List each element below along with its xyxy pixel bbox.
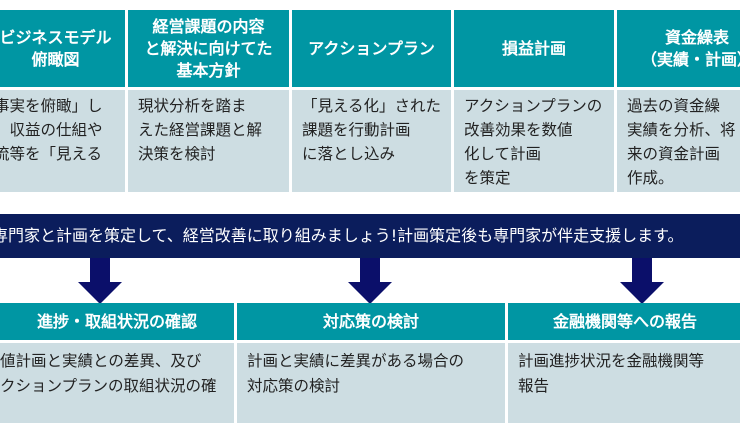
header-management-issues: 経営課題の内容 と解決に向けてた 基本方針 <box>128 10 289 87</box>
body-profit-plan: アクションプランの 改善効果を数値 化して計画 を策定 <box>454 90 614 192</box>
down-arrow-icon <box>78 258 122 304</box>
body-action-plan: 「見える化」された 課題を行動計画 に落とし込み <box>292 90 451 192</box>
header-progress-check: 進捗・取組状況の確認 <box>0 303 234 340</box>
banner: 専門家と計画を策定して、経営改善に取り組みましょう!計画策定後も専門家が伴走支援… <box>0 214 740 258</box>
body-cashflow: 過去の資金繰 実績を分析、将 来の資金計画 作成。 <box>617 90 740 192</box>
body-business-model: 事実を俯瞰」し 、収益の仕組や 流等を「見える 」 <box>0 90 125 192</box>
header-countermeasures: 対応策の検討 <box>237 303 505 340</box>
header-profit-plan: 損益計画 <box>454 10 614 87</box>
banner-text: 専門家と計画を策定して、経営改善に取り組みましょう!計画策定後も専門家が伴走支援… <box>0 226 684 245</box>
body-progress-check: 値計画と実績との差異、及び クションプランの取組状況の確 <box>0 343 234 423</box>
body-countermeasures: 計画と実績に差異がある場合の 対応策の検討 <box>237 343 505 423</box>
header-cashflow: 資金繰表 （実績・計画） <box>640 27 740 69</box>
body-bank-report: 計画進捗状況を金融機関等 報告 <box>508 343 740 423</box>
body-management-issues: 現状分析を踏ま えた経営課題と解 決策を検討 <box>128 90 289 192</box>
header-action-plan: アクションプラン <box>292 10 451 87</box>
down-arrow-icon <box>348 258 392 304</box>
down-arrow-icon <box>620 258 664 304</box>
header-cashflow-wrap: 資金繰表 （実績・計画） <box>617 10 740 87</box>
header-bank-report: 金融機関等への報告 <box>508 303 740 340</box>
header-business-model: ビジネスモデル 俯瞰図 <box>0 10 125 87</box>
